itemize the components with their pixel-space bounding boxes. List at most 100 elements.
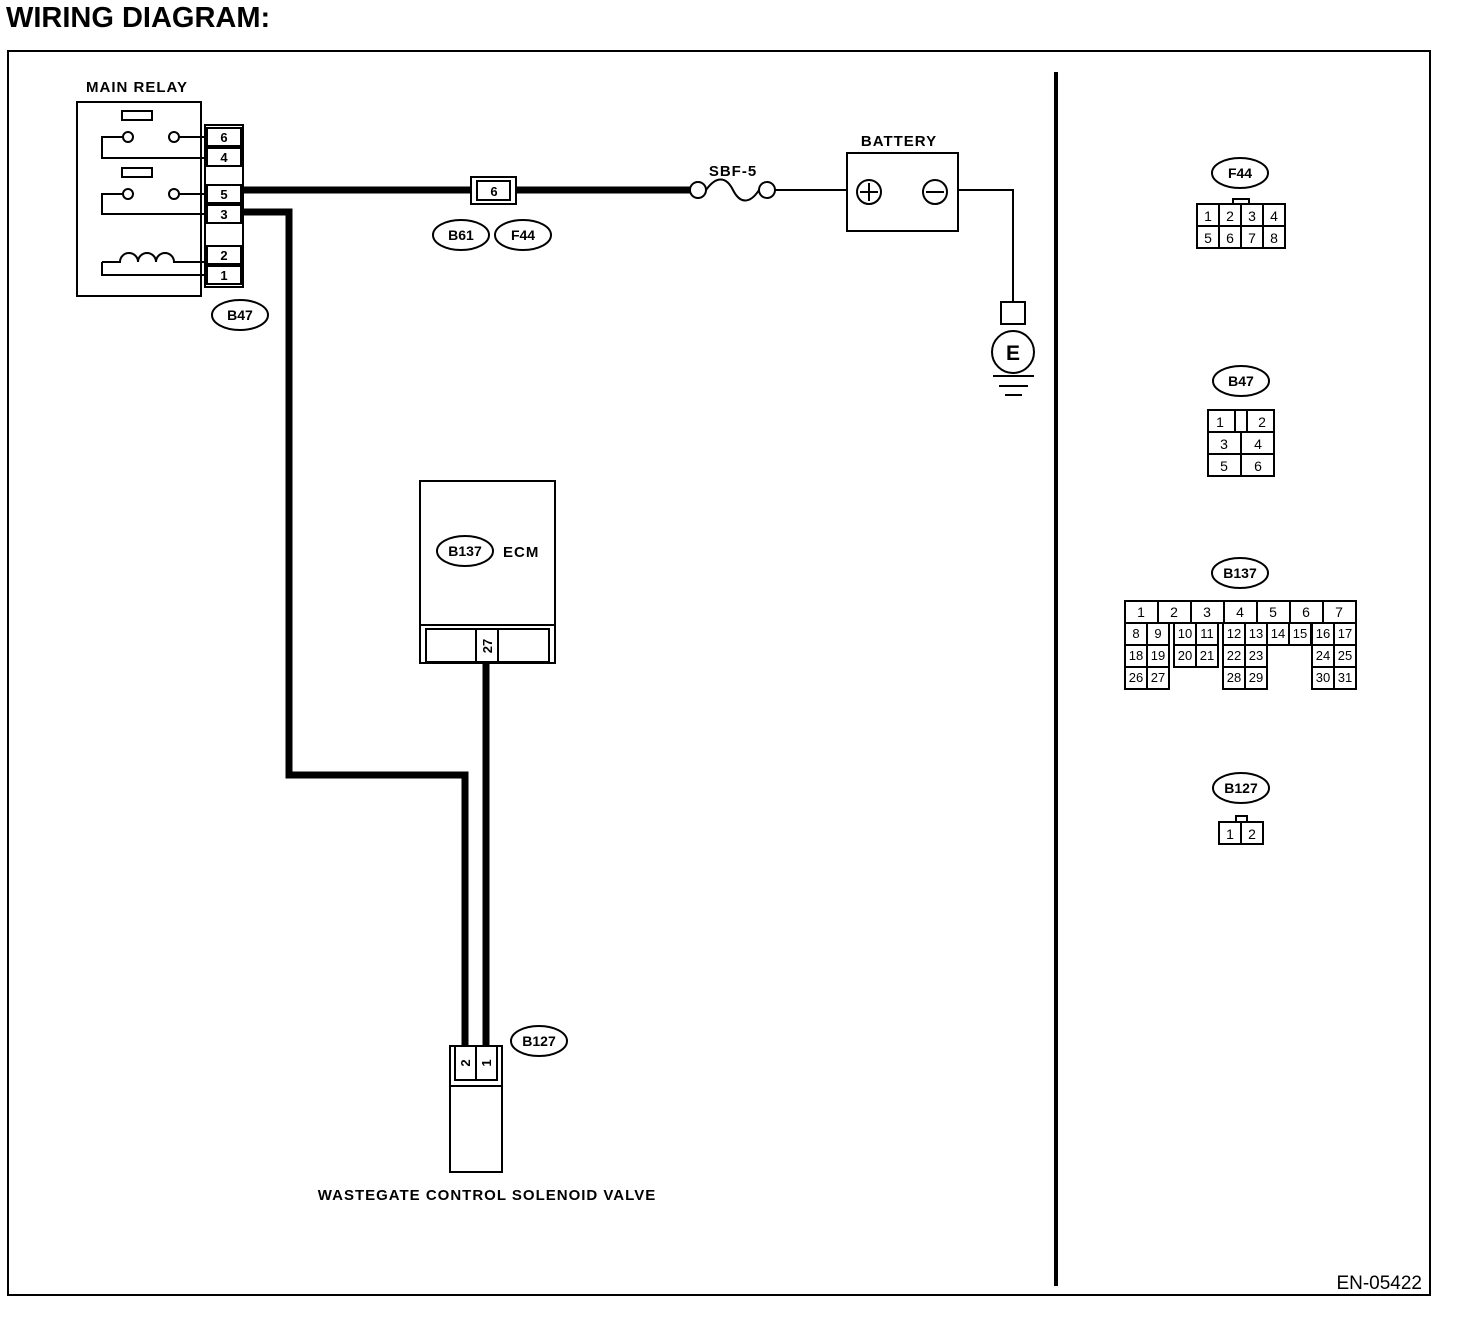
diagram-frame (7, 50, 1431, 1296)
ecm: 27 B137 ECM (419, 480, 556, 664)
inline-connector-pin: 6 (490, 184, 497, 199)
b127-tag-text: B127 (522, 1033, 556, 1049)
fuse-sbf5: SBF-5 (689, 163, 776, 202)
b137-cell: 25 (1338, 648, 1352, 663)
main-relay-label: MAIN RELAY (86, 79, 188, 96)
b137-cell: 9 (1154, 626, 1161, 641)
b137-cell: 16 (1316, 626, 1330, 641)
relay-pin-3: 3 (220, 207, 227, 222)
b137-cell: 21 (1200, 648, 1214, 663)
b127-cell: 2 (1248, 826, 1256, 842)
b47-view-tag-text: B47 (1228, 373, 1254, 389)
b47-tag-text: B47 (227, 307, 253, 323)
relay-coil (101, 252, 205, 276)
relay-pin-2: 2 (220, 248, 227, 263)
b137-cell: 26 (1129, 670, 1143, 685)
f44-cell: 6 (1226, 230, 1234, 246)
connector-view-f44: F44 1 2 3 4 5 6 7 8 (1196, 157, 1286, 249)
b137-cell: 2 (1170, 604, 1178, 620)
f44-cell: 3 (1248, 208, 1256, 224)
relay-contact-bar-2 (121, 167, 153, 178)
b137-cell: 3 (1203, 604, 1211, 620)
b137-cell: 11 (1200, 626, 1214, 641)
wastegate-solenoid: 2 1 B127 WASTEGATE CONTROL SOLENOID VALV… (318, 1025, 656, 1204)
b127-view-tag-text: B127 (1224, 780, 1258, 796)
page-heading: WIRING DIAGRAM: (6, 2, 271, 34)
b47-cell: 4 (1254, 436, 1262, 452)
solenoid-pin-1: 1 (479, 1059, 494, 1066)
relay-switch-2-wire-a (101, 193, 205, 215)
f44-view-tag-text: F44 (1228, 165, 1252, 181)
battery-label: BATTERY (861, 133, 937, 150)
relay-contact-bar-1 (121, 110, 153, 121)
b61-tag-text: B61 (448, 227, 474, 243)
b127-cell: 1 (1226, 826, 1234, 842)
battery-positive-terminal (856, 179, 882, 205)
b47-cell: 5 (1220, 458, 1228, 474)
harness-wires (243, 186, 1014, 1047)
b137-cell: 17 (1338, 626, 1352, 641)
b137-cell: 27 (1151, 670, 1165, 685)
b47-view-tag (1212, 365, 1270, 397)
b137-cell: 30 (1316, 670, 1330, 685)
ground-e: E (991, 301, 1035, 396)
f44-cell: 5 (1204, 230, 1212, 246)
b47-cell: 2 (1258, 414, 1266, 430)
figure-id: EN-05422 (1336, 1273, 1422, 1294)
f44-view-tag (1211, 157, 1269, 189)
f44-tag-text: F44 (511, 227, 535, 243)
b47-cell: 6 (1254, 458, 1262, 474)
fuse-label: SBF-5 (709, 163, 757, 180)
f44-cell: 1 (1204, 208, 1212, 224)
b137-cell: 7 (1335, 604, 1343, 620)
fuse-terminal-left (689, 181, 707, 199)
fuse-terminal-right (758, 181, 776, 199)
b137-cell: 15 (1293, 626, 1307, 641)
b137-cell: 6 (1302, 604, 1310, 620)
ground-symbol-circle (991, 330, 1035, 374)
b137-cell: 13 (1249, 626, 1263, 641)
f44-cell: 4 (1270, 208, 1278, 224)
b127-tag (510, 1025, 568, 1057)
relay-pin-6: 6 (220, 130, 227, 145)
fuse-element (705, 178, 760, 202)
main-relay: MAIN RELAY 6 4 5 3 2 1 B47 (76, 79, 269, 331)
b137-cell: 12 (1227, 626, 1241, 641)
b137-cell: 8 (1132, 626, 1139, 641)
b137-cell: 29 (1249, 670, 1263, 685)
inline-connector-b61-f44: 6 B61 F44 (432, 176, 552, 251)
b137-tag (436, 535, 494, 567)
connector-view-b127: B127 1 2 (1212, 772, 1270, 845)
f44-tag (494, 219, 552, 251)
b47-cell: 3 (1220, 436, 1228, 452)
f44-cell: 8 (1270, 230, 1278, 246)
relay-pin-5: 5 (220, 187, 227, 202)
wire-relay3-to-solenoid2 (243, 208, 469, 1047)
b47-tag (211, 299, 269, 331)
ground-lug (1000, 301, 1026, 325)
b137-cell: 24 (1316, 648, 1330, 663)
f44-cell: 7 (1248, 230, 1256, 246)
b137-cell: 18 (1129, 648, 1143, 663)
battery: BATTERY (846, 133, 959, 232)
b137-cell: 28 (1227, 670, 1241, 685)
relay-pin-4: 4 (220, 150, 228, 165)
b137-view-tag-text: B137 (1223, 565, 1257, 581)
ecm-label: ECM (503, 544, 539, 561)
b47-view-key (1234, 409, 1248, 433)
solenoid-pin-1-box (475, 1045, 498, 1081)
wire-battery-to-ground (957, 189, 1014, 302)
relay-pin-1: 1 (220, 268, 227, 283)
b137-cell: 23 (1249, 648, 1263, 663)
f44-cell: 2 (1226, 208, 1234, 224)
connector-view-b137: B137 1 2 3 4 5 6 7 8 9 10 11 12 13 14 15 (1124, 557, 1357, 690)
b137-cell: 31 (1338, 670, 1352, 685)
b47-cell: 1 (1216, 414, 1224, 430)
solenoid-label: WASTEGATE CONTROL SOLENOID VALVE (318, 1187, 656, 1204)
b137-cell: 4 (1236, 604, 1244, 620)
ground-label: E (1006, 342, 1020, 365)
b61-tag (432, 219, 490, 251)
b137-cell: 14 (1271, 626, 1285, 641)
main-relay-body (76, 101, 202, 297)
